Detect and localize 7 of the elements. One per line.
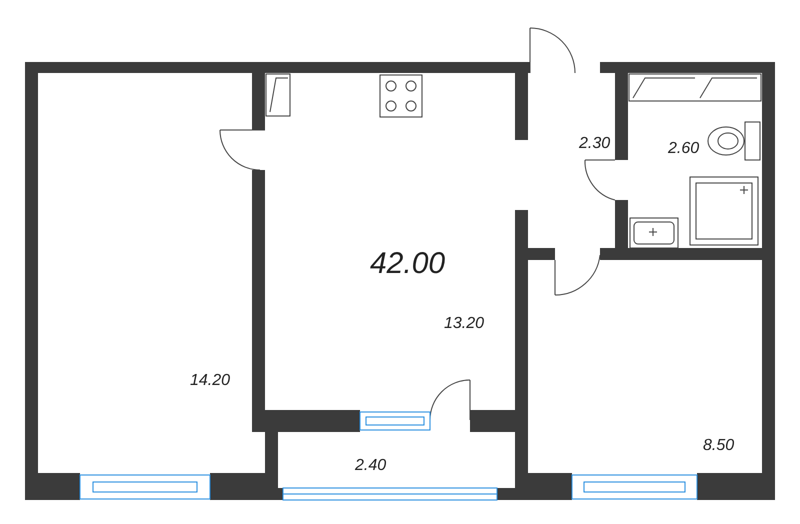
area-label: 2.40	[355, 458, 386, 474]
area-label: 13.20	[444, 316, 484, 332]
area-label: 8.50	[703, 438, 734, 454]
total-area-label: 42.00	[370, 249, 446, 279]
area-label: 2.60	[668, 141, 700, 157]
area-label: 14.20	[190, 373, 230, 389]
area-label: 2.30	[579, 136, 610, 152]
